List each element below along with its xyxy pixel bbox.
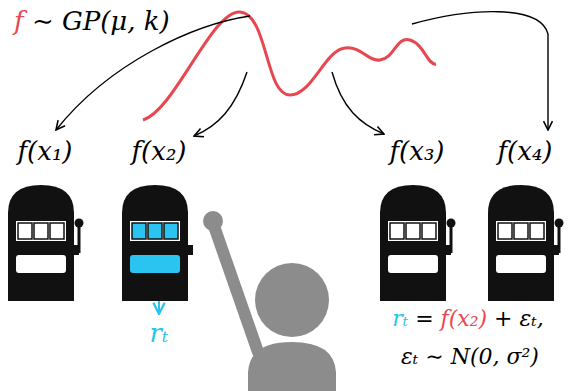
player-arm [214,226,258,352]
lever-mount [188,245,193,255]
slot-machine: f(x₂) [118,136,200,303]
machine-body [380,185,446,301]
text-run: ∼ GP(μ, k) [24,6,170,36]
reel-window [388,221,438,241]
arm-value-label: f(x₂) [118,136,200,167]
slot-machine-outline [484,183,566,303]
slot-machine: f(x₁) [4,136,86,303]
lever [78,225,81,253]
payout-tray [496,255,546,273]
text-run: + εₜ, [487,306,544,331]
arm-value-label: f(x₃) [376,136,458,167]
slot-machine-outline [4,183,86,303]
payout-tray [130,255,180,273]
lever-knob [555,219,564,228]
slot-machine: f(x₃) [376,136,458,303]
text-run: rₜ [392,306,408,331]
sample-arrow [412,12,548,130]
player-body [248,342,336,391]
machine-body [8,185,74,301]
reel [50,223,64,239]
slot-machine-outline [118,183,200,303]
lever-knob [447,219,456,228]
reel [18,223,32,239]
reel-window [496,221,546,241]
lever [450,225,453,253]
reward-equation: rₜ = f(x₂) + εₜ, [392,306,544,332]
reel [148,223,162,239]
text-run: rₜ [150,318,169,348]
reel [390,223,404,239]
reward-label: rₜ [150,318,169,349]
reel-window [130,221,180,241]
reel [530,223,544,239]
machine-body [122,185,188,301]
text-run: f(x₂) [441,306,488,331]
sample-arrow [194,72,247,136]
machine-body [488,185,554,301]
reel [34,223,48,239]
lever-knob [203,211,223,231]
reward-equation: εₜ ∼ N(0, σ²) [401,344,539,370]
player-figure [203,211,336,391]
arm-value-label: f(x₁) [4,136,86,167]
sample-arrow [332,72,384,134]
arm-value-label: f(x₄) [484,136,566,167]
reel [132,223,146,239]
text-run: f [14,6,24,36]
payout-tray [16,255,66,273]
prior-formula: f ∼ GP(μ, k) [14,6,170,37]
text-run: εₜ ∼ N(0, σ²) [401,344,539,369]
player-head [255,263,329,337]
payout-tray [388,255,438,273]
slot-machine-outline [376,183,458,303]
reel [164,223,178,239]
reel [422,223,436,239]
slot-machine: f(x₄) [484,136,566,303]
reel [514,223,528,239]
reel [406,223,420,239]
reel [498,223,512,239]
gp-sample-curve [143,12,436,120]
reel-window [16,221,66,241]
lever [558,225,561,253]
lever-knob [75,219,84,228]
text-run: = [408,306,440,331]
